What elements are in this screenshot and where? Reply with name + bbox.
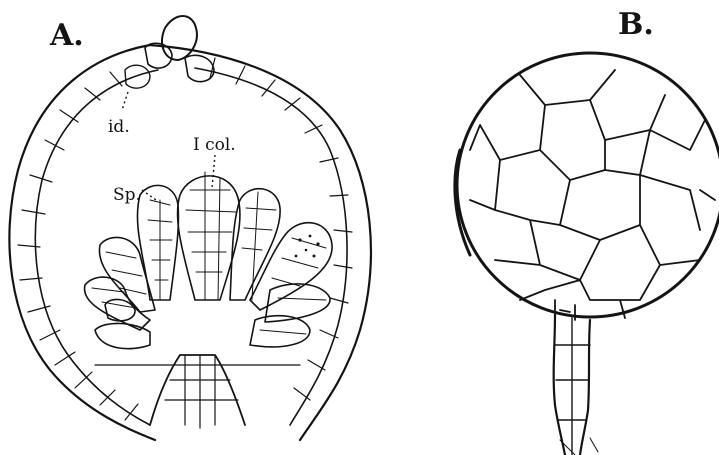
sporangium-wall xyxy=(9,16,371,440)
columella-base xyxy=(95,355,300,428)
label-id: id. xyxy=(108,117,130,137)
panel-a: A. xyxy=(9,16,371,440)
panel-b-label: B. xyxy=(618,7,654,42)
globular-sporangium xyxy=(455,53,719,320)
label-sp: Sp. xyxy=(113,185,141,205)
label-columella: I col. xyxy=(193,135,236,155)
panel-a-label: A. xyxy=(49,18,84,53)
panel-b: B. xyxy=(455,7,719,455)
stalk xyxy=(554,315,598,455)
spore-dots xyxy=(295,235,320,258)
